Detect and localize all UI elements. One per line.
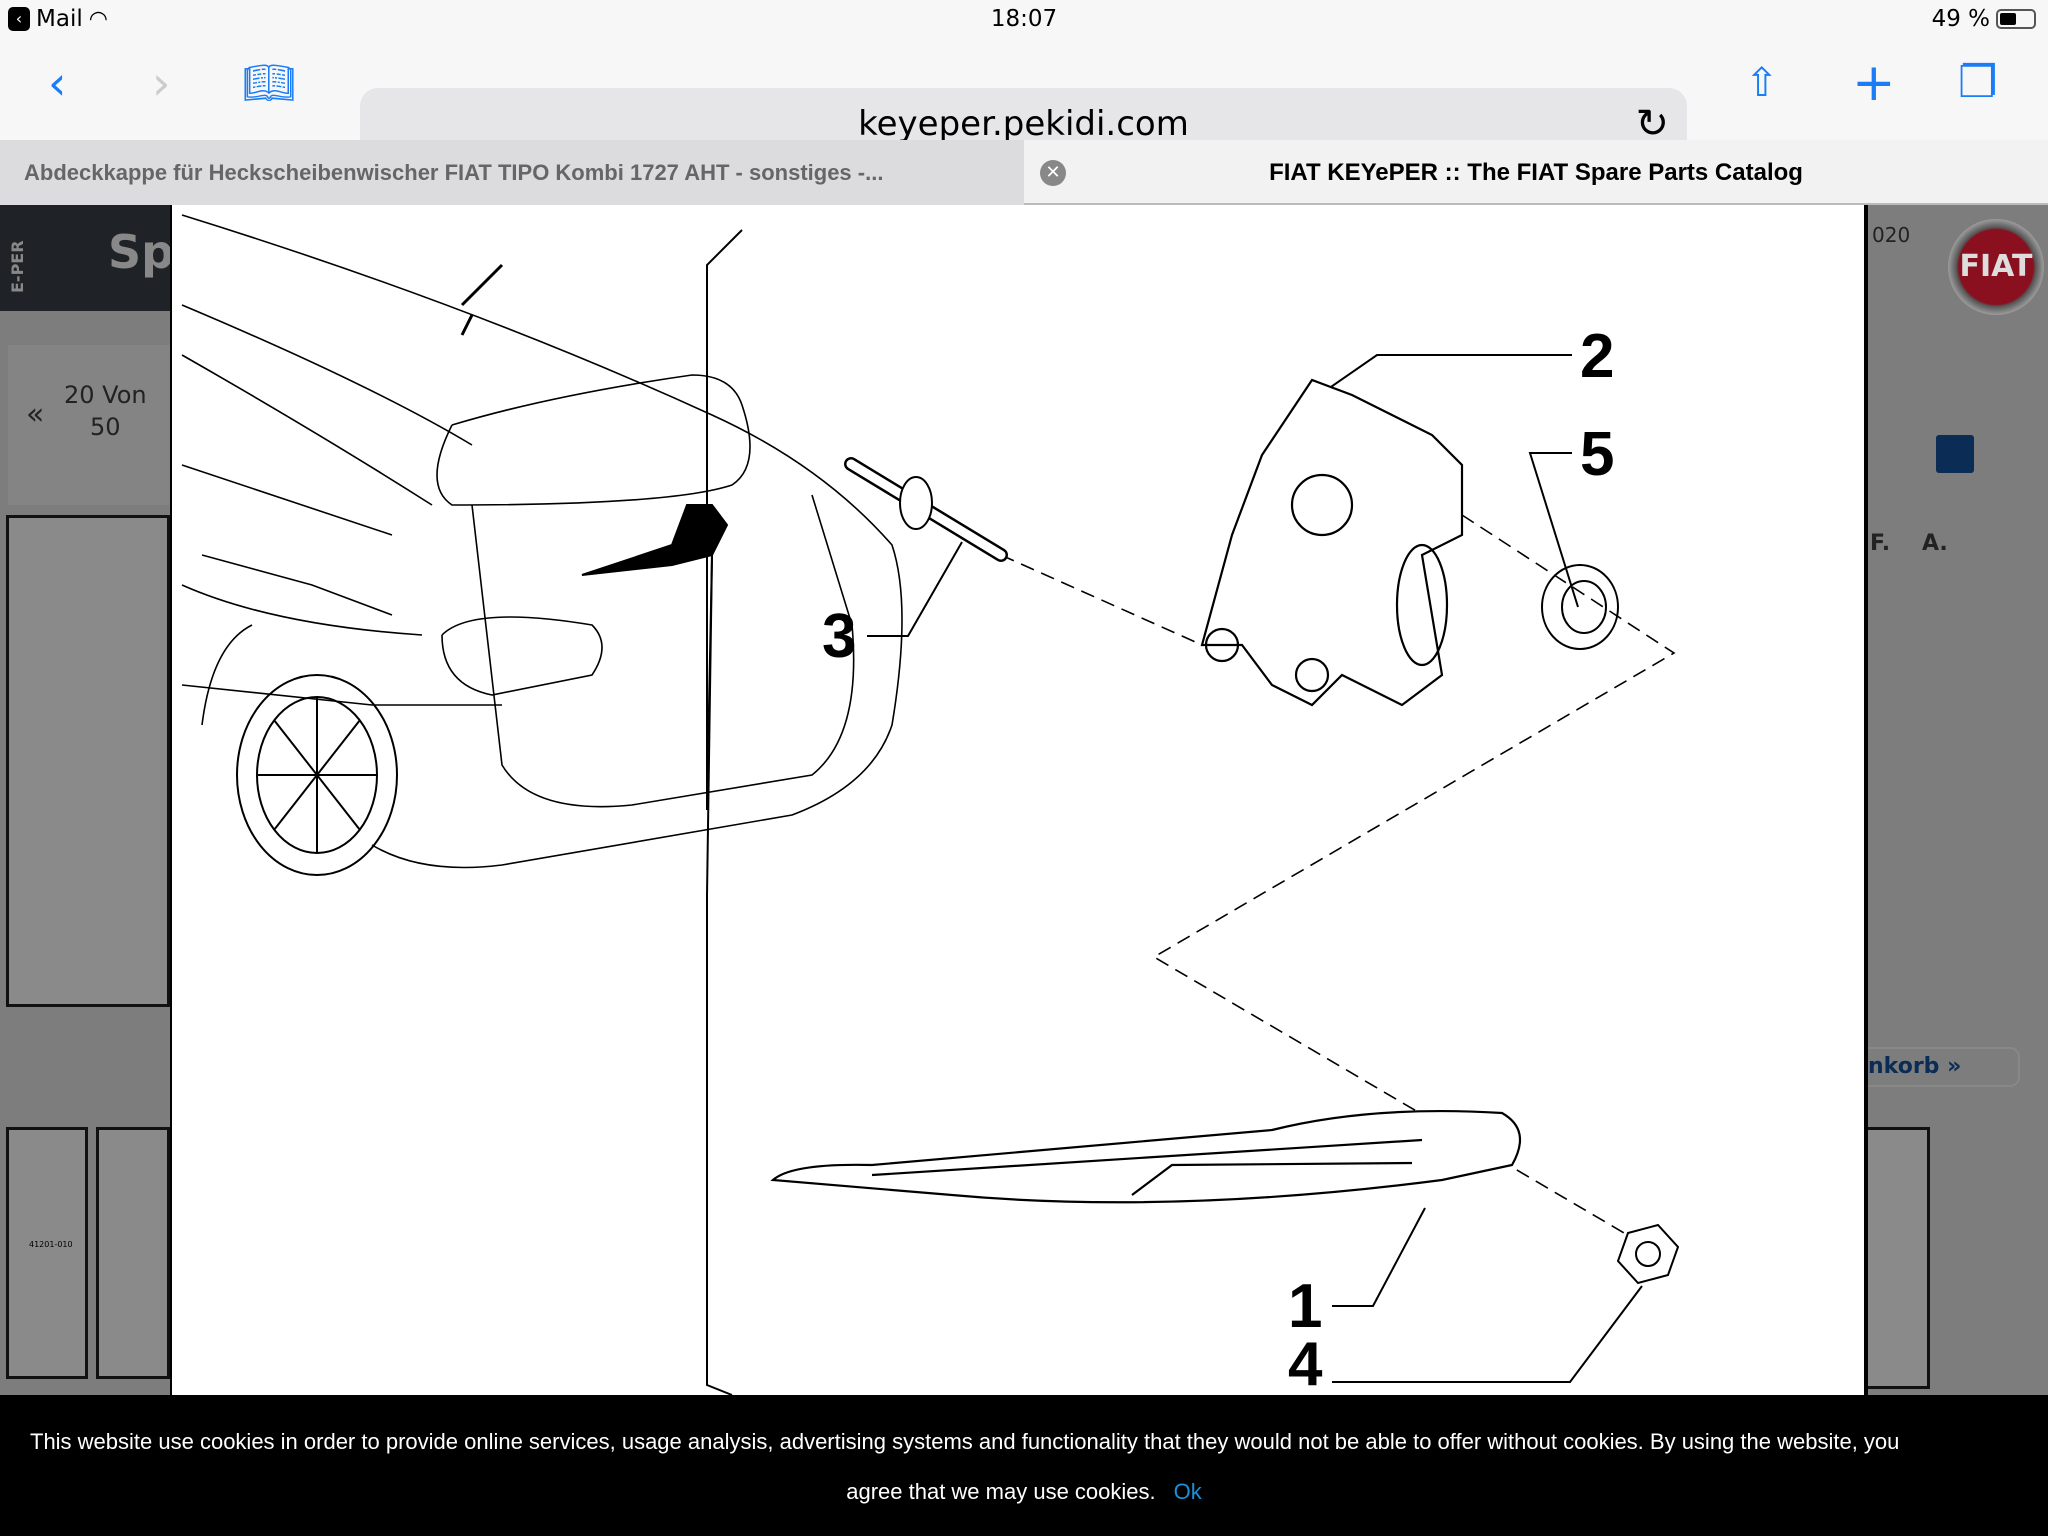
- callout-1: 1: [1288, 1272, 1322, 1341]
- share-icon[interactable]: ⇧: [1745, 60, 1779, 106]
- background-left-panel: E-PER Sp « 20 Von 50 41201-010: [0, 205, 174, 1395]
- tab-bar: Abdeckkappe für Heckscheibenwischer FIAT…: [0, 140, 2048, 205]
- forward-icon[interactable]: ›: [152, 56, 171, 110]
- cookie-text-line2: agree that we may use cookies.: [846, 1479, 1156, 1504]
- header-text: Sp: [108, 225, 175, 279]
- year-text: 020: [1872, 223, 1911, 247]
- leader-lines: [706, 229, 1643, 1396]
- back-icon[interactable]: ‹: [48, 56, 67, 110]
- wheel: [236, 674, 398, 876]
- thumbnail[interactable]: [96, 1127, 170, 1379]
- cookie-ok-button[interactable]: Ok: [1173, 1479, 1202, 1504]
- wifi-icon: ◠: [88, 6, 108, 32]
- callout-2: 2: [1580, 322, 1614, 391]
- cookie-banner: This website use cookies in order to pro…: [0, 1395, 2048, 1536]
- cart-button-label: nkorb »: [1868, 1054, 1962, 1079]
- pager-text: 20 Von: [64, 381, 147, 409]
- exploded-parts-diagram: 2 5 3 1 4: [181, 214, 1680, 1399]
- part-3-pin: [844, 457, 1008, 562]
- callout-4: 4: [1288, 1330, 1323, 1395]
- part-5-grommet: [1541, 564, 1619, 650]
- tabs-icon[interactable]: ❐: [1958, 57, 1998, 108]
- cookie-text-line1: This website use cookies in order to pro…: [30, 1429, 1900, 1454]
- thumbnail[interactable]: 41201-010: [6, 1127, 88, 1379]
- dashed-axis: [1000, 514, 1676, 1248]
- pager-total: 50: [90, 413, 121, 441]
- battery-icon: [1996, 9, 2036, 29]
- close-tab-icon[interactable]: ✕: [1040, 160, 1066, 186]
- part-1-wiper-arm: [770, 1109, 1522, 1204]
- new-tab-icon[interactable]: +: [1852, 53, 1896, 113]
- back-app-label[interactable]: Mail: [36, 6, 83, 32]
- callout-3: 3: [822, 602, 856, 671]
- main-image-thumb[interactable]: [6, 515, 170, 1007]
- wiper-mark: [581, 504, 729, 576]
- pager-prev[interactable]: «: [26, 397, 45, 432]
- car-rear-outline: [181, 214, 903, 869]
- cart-button[interactable]: nkorb »: [1868, 1047, 2020, 1087]
- callout-5: 5: [1580, 420, 1614, 489]
- thumb-label: 41201-010: [29, 1240, 73, 1249]
- diagram-lightbox: 2 5 3 1 4: [170, 205, 1868, 1399]
- thumbnail[interactable]: [1868, 1127, 1930, 1389]
- part-4-nut: [1616, 1223, 1680, 1285]
- reload-icon[interactable]: ↻: [1635, 101, 1669, 147]
- tab-abdeckkappe[interactable]: Abdeckkappe für Heckscheibenwischer FIAT…: [0, 140, 1024, 205]
- site-header: E-PER Sp: [0, 205, 174, 311]
- part-2-motor: [1200, 378, 1464, 707]
- back-to-app-icon[interactable]: ‹: [8, 7, 30, 31]
- url-text: keyeper.pekidi.com: [858, 104, 1189, 144]
- column-a: A.: [1922, 531, 1948, 556]
- eper-logo: E-PER: [8, 240, 27, 293]
- tab-fiat-keyeper[interactable]: FIAT KEYePER :: The FIAT Spare Parts Cat…: [1269, 159, 1803, 186]
- status-bar: ‹Mail◠ 18:07 49 %: [0, 0, 2048, 40]
- fiat-logo-text: FIAT: [1959, 249, 2033, 284]
- background-right-panel: 020 FIAT F. A. nkorb »: [1868, 205, 2048, 1395]
- fiat-logo: FIAT: [1948, 219, 2044, 315]
- list-view-icon[interactable]: [1936, 435, 1974, 473]
- clock: 18:07: [990, 6, 1058, 32]
- bookmarks-icon[interactable]: 📖︎: [242, 58, 296, 107]
- column-f: F.: [1870, 531, 1891, 556]
- battery-percent: 49 %: [1931, 6, 1990, 32]
- pager: « 20 Von 50: [8, 345, 170, 505]
- browser-toolbar: ‹ › 📖︎ keyeper.pekidi.com ↻ ⇧ + ❐: [0, 40, 2048, 160]
